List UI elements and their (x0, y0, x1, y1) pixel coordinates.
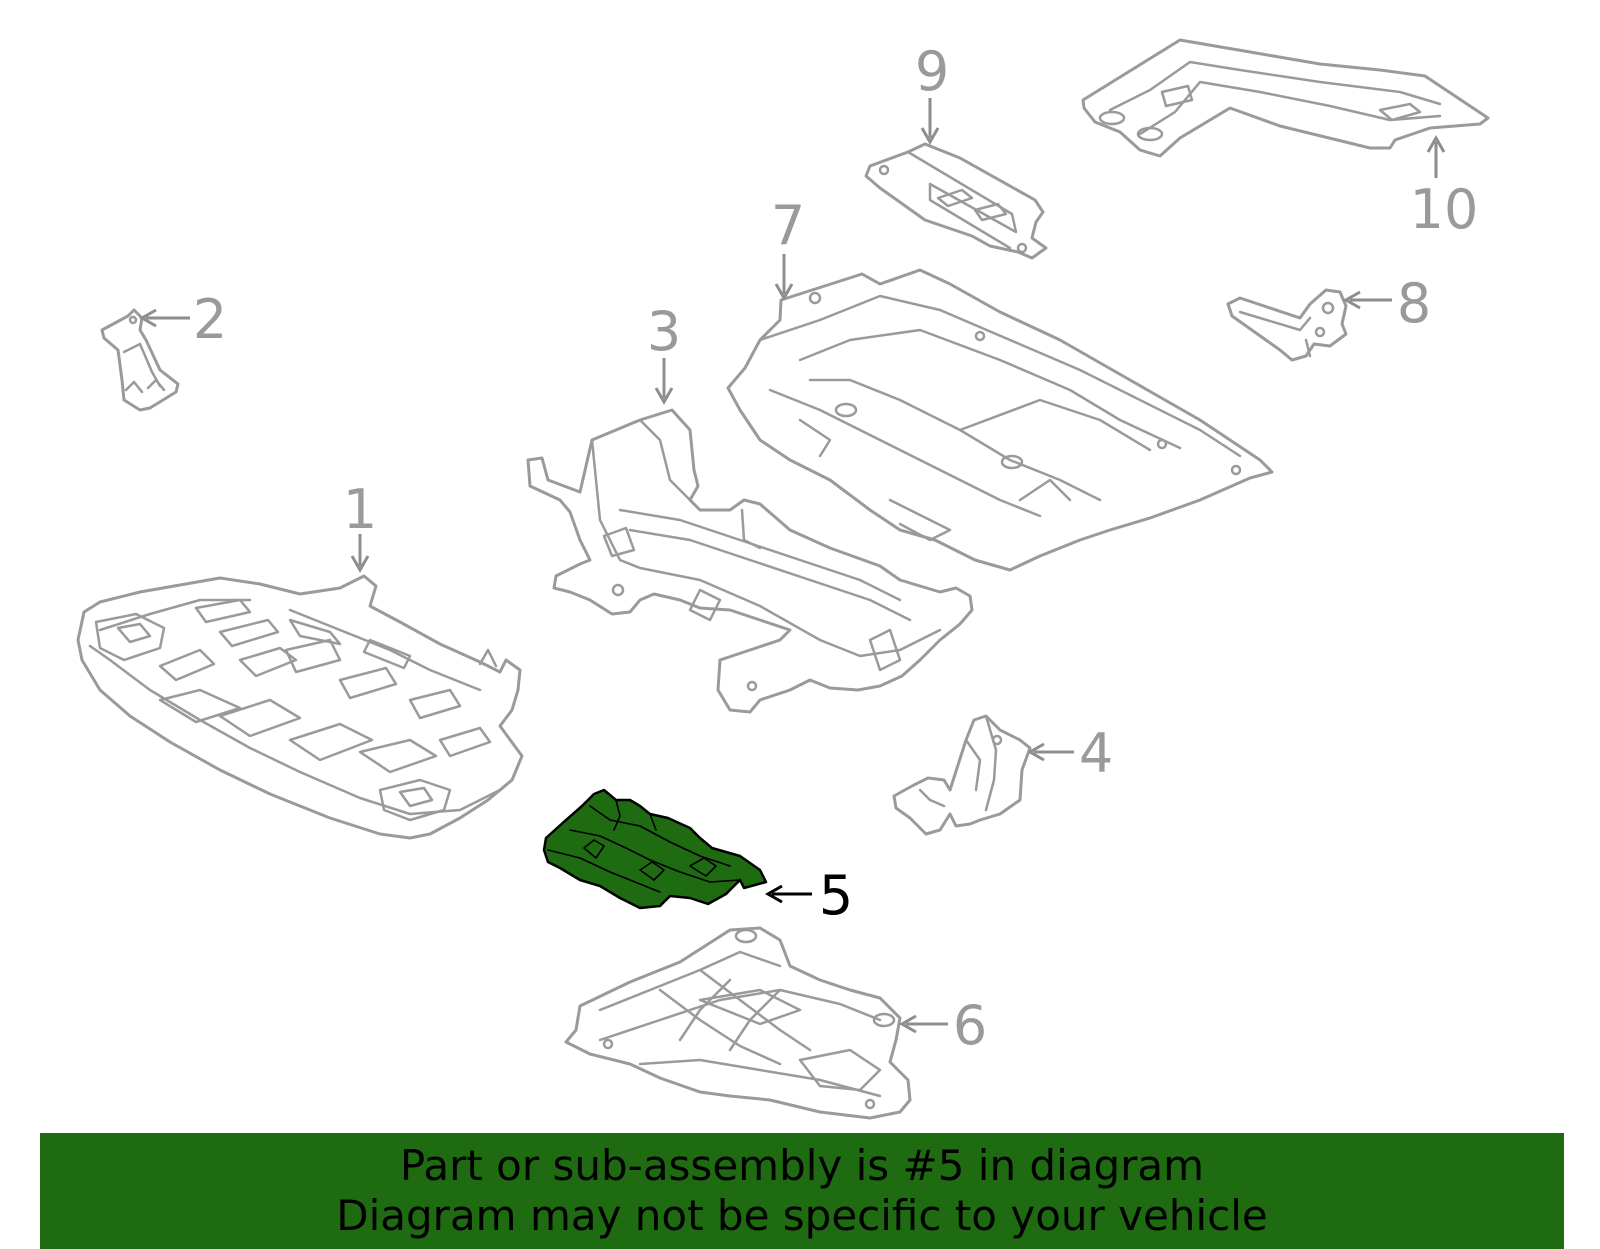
callout-number-2: 2 (193, 288, 227, 351)
callout-number-5: 5 (819, 864, 853, 927)
callout-number-7: 7 (771, 194, 805, 257)
part-4-bracket (892, 714, 1032, 836)
callout-2: 2 (138, 288, 227, 351)
callout-3: 3 (647, 300, 681, 406)
part-6-skid-plate (564, 926, 912, 1120)
callout-1: 1 (343, 478, 377, 574)
callout-number-1: 1 (343, 478, 377, 541)
callout-number-6: 6 (953, 994, 987, 1057)
callout-number-4: 4 (1079, 722, 1113, 785)
callout-6: 6 (898, 994, 987, 1057)
callout-number-9: 9 (915, 40, 949, 103)
part-7-rear-shield (726, 268, 1274, 572)
part-10-crossmember (1081, 38, 1490, 158)
callout-number-8: 8 (1397, 272, 1431, 335)
banner-line-2: Diagram may not be specific to your vehi… (336, 1191, 1268, 1240)
callout-number-3: 3 (647, 300, 681, 363)
part-5-highlighted (542, 788, 768, 910)
callout-10: 10 (1410, 134, 1479, 241)
part-1-skid-plate (76, 574, 524, 840)
info-banner: Part or sub-assembly is #5 in diagram Di… (40, 1133, 1564, 1249)
banner-line-1: Part or sub-assembly is #5 in diagram (399, 1141, 1205, 1190)
part-9-bracket (864, 142, 1048, 260)
part-2-bracket (100, 308, 180, 412)
part-8-bracket (1226, 288, 1348, 362)
callout-number-10: 10 (1410, 178, 1479, 241)
part-3-subframe (526, 408, 974, 714)
callout-8: 8 (1342, 272, 1431, 335)
callout-9: 9 (915, 40, 949, 146)
callout-5: 5 (764, 864, 853, 927)
callout-7: 7 (771, 194, 805, 302)
callout-4: 4 (1026, 722, 1113, 785)
